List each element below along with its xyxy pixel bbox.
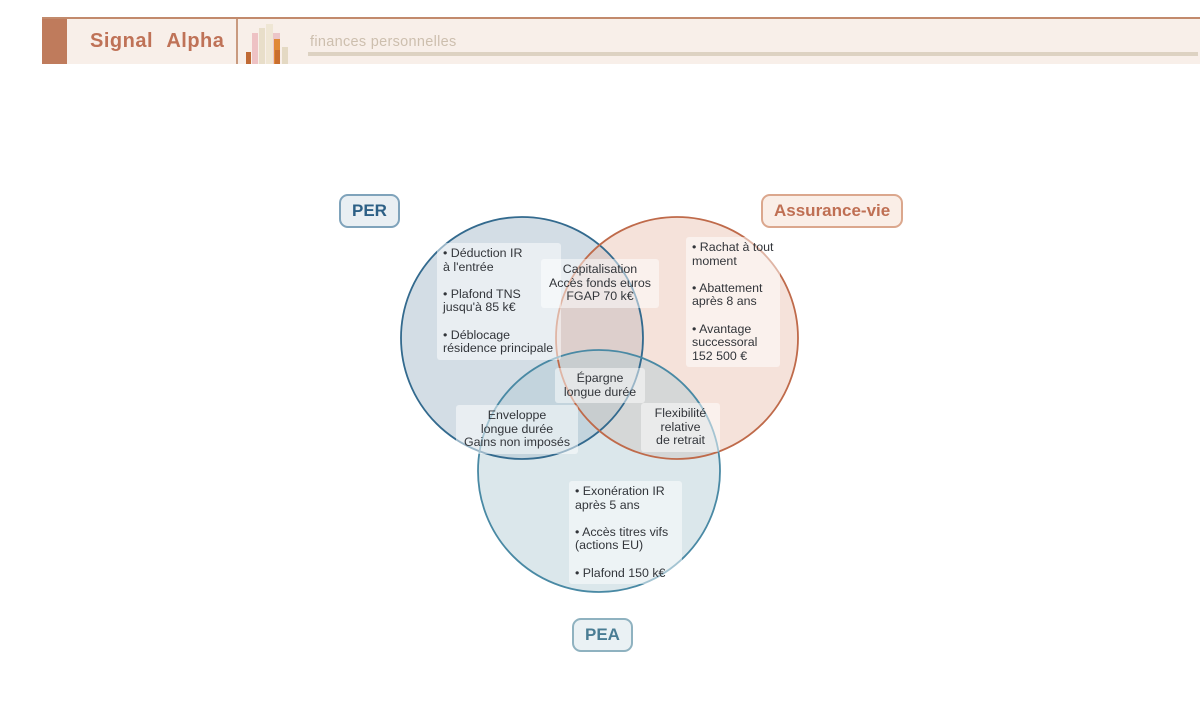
search-field[interactable]: finances personnelles [308, 26, 1198, 60]
bar-chart-icon [243, 20, 293, 69]
pea-label: PEA [572, 618, 633, 652]
per-items: • Déduction IR à l'entrée • Plafond TNS … [437, 243, 561, 360]
search-underline [308, 52, 1198, 56]
pea-circle-stroke [477, 349, 721, 593]
header-top-border [42, 17, 1200, 19]
per-pea-intersection: Enveloppe longue durée Gains non imposés [456, 405, 578, 454]
pea-items: • Exonération IR après 5 ans • Accès tit… [569, 481, 682, 585]
per-circle-stroke [400, 216, 644, 460]
assurance-vie-items: • Rachat à tout moment • Abattement aprè… [686, 237, 780, 368]
assurance-vie-label: Assurance-vie [761, 194, 904, 228]
assurance-vie-pea-intersection: Flexibilité relative de retrait [641, 403, 720, 452]
triple-intersection: Épargne longue durée [555, 368, 645, 404]
per-label: PER [339, 194, 400, 228]
per-assurance-vie-intersection: Capitalisation Accès fonds euros FGAP 70… [541, 259, 659, 308]
brand-title: Signal Alpha [90, 30, 225, 52]
brand-square [42, 19, 67, 64]
search-input[interactable]: finances personnelles [310, 34, 457, 50]
header-divider [236, 19, 238, 64]
